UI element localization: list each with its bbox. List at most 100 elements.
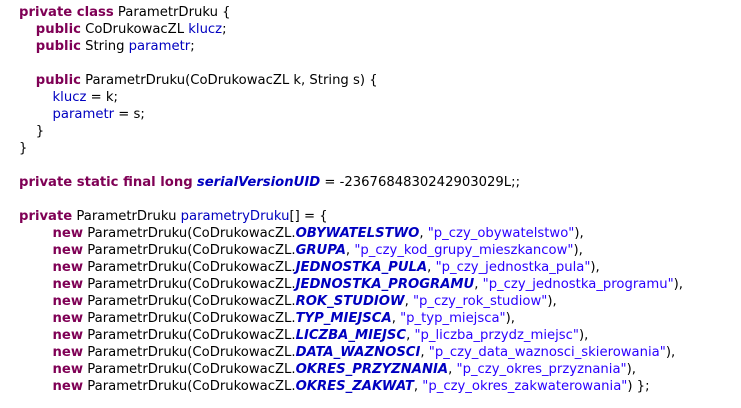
keyword-token: private class xyxy=(19,5,114,20)
code-line[interactable]: private ParametrDruku parametryDruku[] =… xyxy=(19,208,328,225)
static-field-token: ROK_STUDIOW xyxy=(295,294,405,309)
code-text-token: ParametrDruku(CoDrukowacZL. xyxy=(83,277,296,292)
static-field-token: LICZBA_MIEJSC xyxy=(295,328,407,343)
field-token: klucz xyxy=(188,22,223,37)
code-text-token: = -2367684830242903029L;; xyxy=(320,175,521,190)
static-field-token: OBYWATELSTWO xyxy=(295,226,420,241)
code-text-token: , xyxy=(406,328,415,343)
code-line[interactable]: } xyxy=(19,123,44,140)
code-text-token: ParametrDruku { xyxy=(113,5,231,20)
code-text-token: ), xyxy=(578,328,589,343)
code-text-token: , xyxy=(448,362,457,377)
code-text-token: ParametrDruku(CoDrukowacZL k, String s) … xyxy=(80,73,378,88)
code-text-token: ParametrDruku(CoDrukowacZL. xyxy=(83,328,296,343)
field-token: parametryDruku xyxy=(180,209,290,224)
code-text-token: ParametrDruku(CoDrukowacZL. xyxy=(83,362,296,377)
static-field-token: OKRES_PRZYZNANIA xyxy=(295,362,449,377)
code-text-token: ), xyxy=(574,226,584,241)
string-literal-token: "p_typ_miejsca" xyxy=(400,311,506,326)
code-text-token xyxy=(19,294,53,309)
code-line[interactable]: new ParametrDruku(CoDrukowacZL.OBYWATELS… xyxy=(19,225,584,242)
code-text-token: ParametrDruku xyxy=(72,209,181,224)
field-token: klucz xyxy=(52,90,87,105)
code-text-token xyxy=(19,243,53,258)
string-literal-token: "p_liczba_przydz_miejsc" xyxy=(414,328,579,343)
code-line[interactable]: } xyxy=(19,140,27,157)
code-text-token: , xyxy=(345,243,355,258)
keyword-token: new xyxy=(52,345,84,360)
code-text-token: , xyxy=(474,277,483,292)
code-line[interactable]: new ParametrDruku(CoDrukowacZL.DATA_WAZN… xyxy=(19,344,676,361)
keyword-token: public xyxy=(35,22,81,37)
code-line[interactable]: private static final long serialVersionU… xyxy=(19,174,520,191)
code-text-token: ParametrDruku(CoDrukowacZL. xyxy=(83,226,296,241)
code-text-token: ), xyxy=(590,260,600,275)
code-text-token: ), xyxy=(505,311,515,326)
keyword-token: private xyxy=(19,209,73,224)
code-line[interactable]: new ParametrDruku(CoDrukowacZL.OKRES_PRZ… xyxy=(19,361,636,378)
code-text-token xyxy=(19,311,53,326)
code-text-token: = k; xyxy=(86,90,118,105)
code-text-token xyxy=(19,22,36,37)
code-text-token: , xyxy=(420,345,429,360)
static-field-token: serialVersionUID xyxy=(196,175,321,190)
static-field-token: OKRES_ZAKWAT xyxy=(295,379,414,394)
code-line[interactable]: new ParametrDruku(CoDrukowacZL.ROK_STUDI… xyxy=(19,293,557,310)
code-line[interactable]: public String parametr; xyxy=(19,38,195,55)
code-line[interactable]: new ParametrDruku(CoDrukowacZL.TYP_MIEJS… xyxy=(19,310,515,327)
code-text-token xyxy=(19,260,53,275)
code-text-token xyxy=(19,345,53,360)
code-text-token xyxy=(19,90,53,105)
code-text-token: , xyxy=(391,311,401,326)
code-text-token: String xyxy=(80,39,129,54)
string-literal-token: "p_czy_okres_zakwaterowania" xyxy=(422,379,628,394)
keyword-token: new xyxy=(52,362,84,377)
code-line[interactable]: new ParametrDruku(CoDrukowacZL.OKRES_ZAK… xyxy=(19,378,650,395)
code-text-token: ), xyxy=(573,243,583,258)
code-text-token xyxy=(19,73,36,88)
code-text-token xyxy=(19,362,53,377)
static-field-token: JEDNOSTKA_PROGRAMU xyxy=(295,277,475,292)
code-text-token: ParametrDruku(CoDrukowacZL. xyxy=(83,243,296,258)
string-literal-token: "p_czy_obywatelstwo" xyxy=(427,226,575,241)
keyword-token: new xyxy=(52,328,84,343)
code-line[interactable]: new ParametrDruku(CoDrukowacZL.GRUPA, "p… xyxy=(19,242,583,259)
code-line[interactable]: public CoDrukowacZL klucz; xyxy=(19,21,227,38)
string-literal-token: "p_czy_data_waznosci_skierowania" xyxy=(428,345,666,360)
code-text-token: ParametrDruku(CoDrukowacZL. xyxy=(83,260,296,275)
code-text-token: CoDrukowacZL xyxy=(80,22,189,37)
code-line[interactable]: private class ParametrDruku { xyxy=(19,4,231,21)
code-text-token xyxy=(19,226,53,241)
code-text-token: ParametrDruku(CoDrukowacZL. xyxy=(83,311,296,326)
code-line[interactable]: new ParametrDruku(CoDrukowacZL.JEDNOSTKA… xyxy=(19,259,600,276)
field-token: parametr xyxy=(128,39,191,54)
string-literal-token: "p_czy_jednostka_programu" xyxy=(482,277,674,292)
code-text-token xyxy=(19,328,53,343)
keyword-token: new xyxy=(52,243,84,258)
static-field-token: DATA_WAZNOSCI xyxy=(295,345,421,360)
string-literal-token: "p_czy_rok_studiow" xyxy=(412,294,548,309)
code-line[interactable]: new ParametrDruku(CoDrukowacZL.JEDNOSTKA… xyxy=(19,276,683,293)
keyword-token: new xyxy=(52,226,84,241)
code-line[interactable]: public ParametrDruku(CoDrukowacZL k, Str… xyxy=(19,72,378,89)
code-text-token: , xyxy=(427,260,436,275)
code-line[interactable]: new ParametrDruku(CoDrukowacZL.LICZBA_MI… xyxy=(19,327,589,344)
code-line[interactable]: parametr = s; xyxy=(19,106,145,123)
string-literal-token: "p_czy_kod_grupy_mieszkancow" xyxy=(354,243,574,258)
code-text-token xyxy=(19,277,53,292)
code-text-token: , xyxy=(404,294,413,309)
code-text-token: ), xyxy=(547,294,557,309)
code-text-token: ) }; xyxy=(627,379,650,394)
code-text-token: } xyxy=(19,141,28,156)
string-literal-token: "p_czy_jednostka_pula" xyxy=(435,260,591,275)
static-field-token: TYP_MIEJSCA xyxy=(295,311,392,326)
code-text-token: , xyxy=(419,226,428,241)
code-text-token: ), xyxy=(665,345,676,360)
code-text-token: ; xyxy=(190,39,195,54)
keyword-token: public xyxy=(35,73,81,88)
field-token: parametr xyxy=(52,107,115,122)
code-text-token: ParametrDruku(CoDrukowacZL. xyxy=(83,294,296,309)
code-text-token: ), xyxy=(626,362,636,377)
code-line[interactable]: klucz = k; xyxy=(19,89,118,106)
